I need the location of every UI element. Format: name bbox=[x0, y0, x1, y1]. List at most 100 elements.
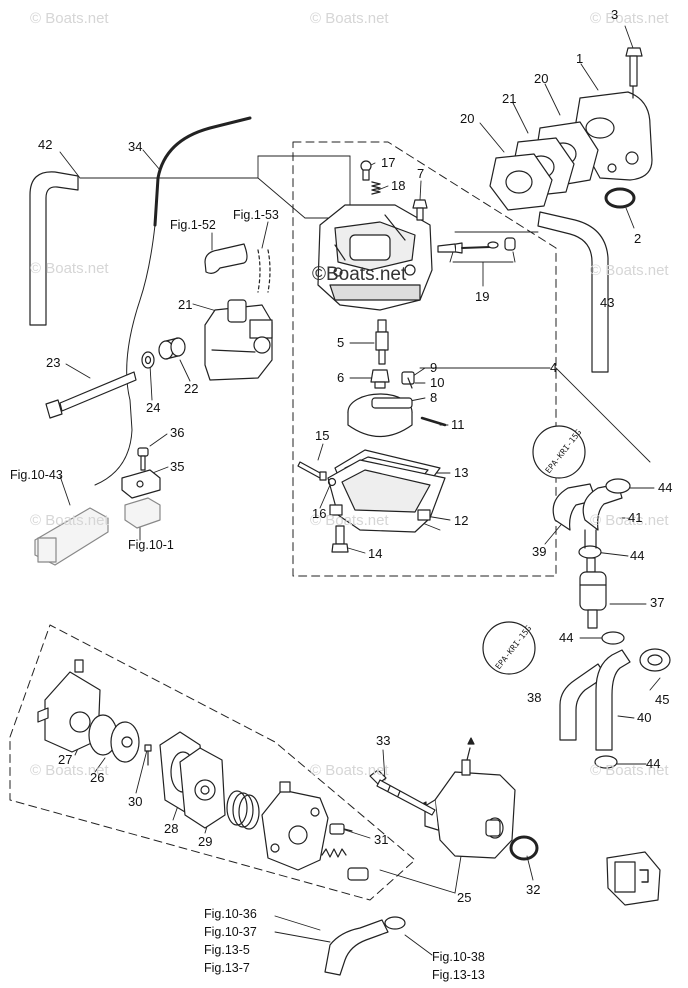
callout-5: 5 bbox=[337, 335, 345, 350]
callout-23: 22 bbox=[184, 381, 199, 396]
watermark: © Boats.net bbox=[30, 10, 109, 27]
callout-39: 38 bbox=[527, 690, 542, 705]
callout-31: 30 bbox=[128, 794, 143, 809]
callout-41: 40 bbox=[637, 710, 652, 725]
callout-45: 45 bbox=[655, 692, 670, 707]
callout-36: 35 bbox=[170, 459, 185, 474]
ref-fig10-37: Fig.10-37 bbox=[204, 925, 257, 939]
callout-6: 6 bbox=[337, 370, 345, 385]
callout-7: 7 bbox=[417, 166, 425, 181]
bolt-24 bbox=[45, 371, 137, 419]
o-ring-33 bbox=[509, 835, 539, 861]
collar-23 bbox=[158, 337, 186, 360]
hose-fig1-52 bbox=[204, 243, 248, 274]
callout-28: 27 bbox=[58, 752, 73, 767]
callout-44: 44 bbox=[646, 756, 661, 771]
ref-fig10-36: Fig.10-36 bbox=[204, 907, 257, 921]
watermark: © Boats.net bbox=[590, 262, 669, 279]
lower-hose bbox=[324, 919, 389, 976]
callout-18: 18 bbox=[391, 178, 406, 193]
clamp-44-a bbox=[605, 478, 631, 494]
hose-fig1-53 bbox=[257, 249, 271, 293]
main-jet-6 bbox=[370, 369, 390, 389]
watermark-center: ©Boats.net bbox=[312, 264, 407, 285]
fuel-hose-43-right bbox=[537, 211, 609, 373]
spring-18 bbox=[371, 181, 381, 195]
ref-fig10-43: Fig.10-43 bbox=[10, 468, 63, 482]
watermark: © Boats.net bbox=[310, 10, 389, 27]
pilot-screw-19 bbox=[437, 237, 516, 254]
ref-fig13-13: Fig.13-13 bbox=[432, 968, 485, 982]
fig10-1-part bbox=[124, 497, 161, 529]
callout-24: 23 bbox=[46, 355, 61, 370]
callout-20: 20 bbox=[460, 111, 475, 126]
screw-7 bbox=[412, 199, 428, 221]
ref-fig13-5: Fig.13-5 bbox=[204, 943, 250, 957]
callout-43: 43 bbox=[600, 295, 615, 310]
fuel-filter-38 bbox=[579, 557, 607, 629]
fig10-43-part bbox=[34, 507, 109, 566]
callout-27: 26 bbox=[90, 770, 105, 785]
watermark: © Boats.net bbox=[590, 762, 669, 779]
o-ring-16 bbox=[327, 477, 337, 487]
bolt-34 bbox=[369, 769, 436, 816]
clamp-44-c bbox=[601, 631, 625, 645]
float-valve-10 bbox=[407, 377, 413, 389]
callout-17: 17 bbox=[381, 155, 396, 170]
callout-13: 13 bbox=[454, 465, 469, 480]
screw-31 bbox=[144, 744, 152, 766]
bracket-icon bbox=[606, 851, 661, 906]
callout-20: 20 bbox=[534, 71, 549, 86]
callout-44: 44 bbox=[658, 480, 673, 495]
callout-32: 31 bbox=[374, 832, 389, 847]
float-chamber-12 bbox=[327, 459, 446, 533]
valve-plate-27b bbox=[110, 721, 140, 763]
control-cable bbox=[94, 224, 156, 486]
clamp-44-d bbox=[594, 755, 618, 769]
callout-30: 29 bbox=[198, 834, 213, 849]
carburetor-group-box bbox=[292, 141, 557, 577]
fuel-pump-kit-box bbox=[9, 624, 416, 901]
screw-32 bbox=[329, 823, 353, 835]
hose-42 bbox=[582, 483, 623, 531]
callout-1: 1 bbox=[576, 51, 584, 66]
callout-29: 28 bbox=[164, 821, 179, 836]
callout-40: 39 bbox=[532, 544, 547, 559]
callout-2: 2 bbox=[634, 231, 642, 246]
callout-8: 8 bbox=[430, 390, 438, 405]
bolt-3 bbox=[625, 47, 643, 87]
callout-33: 32 bbox=[526, 882, 541, 897]
callout-12: 12 bbox=[454, 513, 469, 528]
callout-4: 4 bbox=[550, 360, 558, 375]
gasket-20-lower bbox=[489, 153, 553, 211]
callout-11: 11 bbox=[451, 417, 465, 432]
callout-34: 33 bbox=[376, 733, 391, 748]
screw-17 bbox=[360, 160, 372, 181]
spring-pump bbox=[226, 790, 260, 830]
callout-25: 24 bbox=[146, 400, 161, 415]
callout-35: 34 bbox=[128, 139, 143, 154]
screw-37 bbox=[137, 447, 149, 471]
ref-fig10-38: Fig.10-38 bbox=[432, 950, 485, 964]
ref-fig1-53: Fig.1-53 bbox=[233, 208, 279, 222]
clamp-44-b bbox=[578, 529, 602, 559]
callout-15: 15 bbox=[315, 428, 330, 443]
callout-22: 21 bbox=[178, 297, 193, 312]
callout-43: 42 bbox=[38, 137, 53, 152]
watermark: © Boats.net bbox=[590, 512, 669, 529]
grommet-45 bbox=[639, 648, 671, 672]
hose-tag-lower bbox=[482, 621, 536, 675]
watermark: © Boats.net bbox=[310, 762, 389, 779]
callout-42: 41 bbox=[628, 510, 643, 525]
fuel-pump-26 bbox=[417, 737, 516, 859]
watermark: © Boats.net bbox=[30, 512, 109, 529]
watermark: © Boats.net bbox=[30, 260, 109, 277]
callout-19: 19 bbox=[475, 289, 490, 304]
callout-16: 16 bbox=[312, 506, 327, 521]
callout-37: 36 bbox=[170, 425, 185, 440]
hose-41 bbox=[595, 649, 631, 751]
callout-26: 25 bbox=[457, 890, 472, 905]
watermark: © Boats.net bbox=[590, 10, 669, 27]
